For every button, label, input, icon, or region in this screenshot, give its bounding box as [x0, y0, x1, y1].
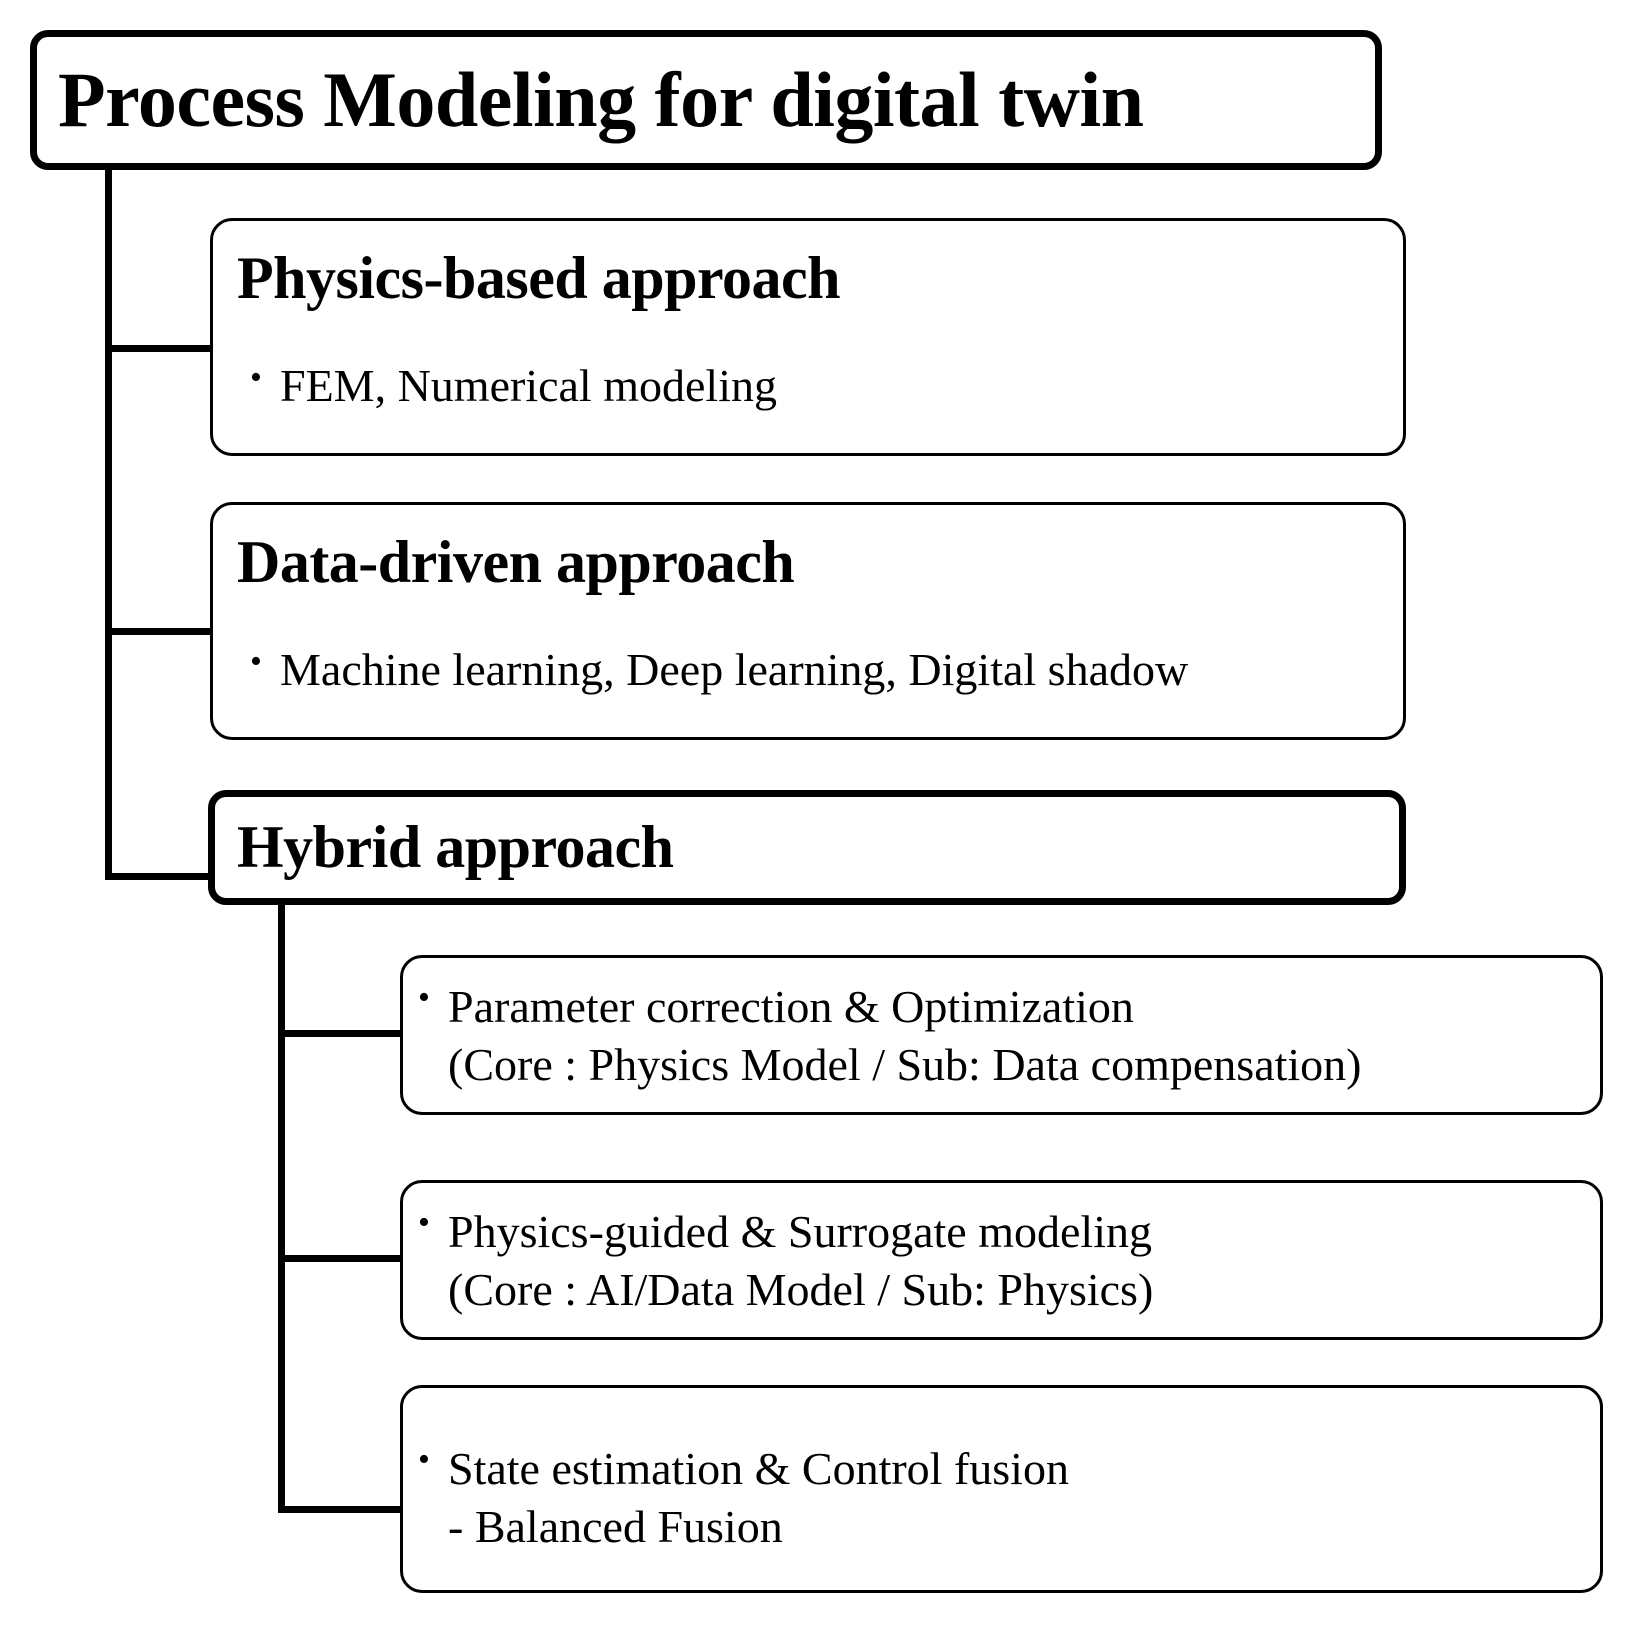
bullet-line: Physics-guided & Surrogate modeling — [448, 1206, 1152, 1257]
bullet-line: (Core : Physics Model / Sub: Data compen… — [448, 1039, 1362, 1090]
bullet-text-group: Machine learning, Deep learning, Digital… — [280, 642, 1188, 698]
branch-heading-data-driven: Data-driven approach — [237, 529, 795, 595]
bullet-text-group: Parameter correction & Optimization (Cor… — [448, 978, 1362, 1094]
branch-box-data-driven — [210, 502, 1406, 740]
bullet-marker-icon: • — [418, 1441, 430, 1478]
bullet-marker-icon: • — [418, 979, 430, 1016]
bullet-text-group: Physics-guided & Surrogate modeling (Cor… — [448, 1203, 1153, 1319]
branch-heading-hybrid: Hybrid approach — [237, 814, 674, 880]
hybrid-child-bullet-2: • Physics-guided & Surrogate modeling (C… — [418, 1203, 1153, 1319]
hybrid-child-bullet-1: • Parameter correction & Optimization (C… — [418, 978, 1362, 1094]
hybrid-child-box-3 — [400, 1385, 1603, 1593]
trunk-hybrid-vertical — [278, 900, 285, 1513]
trunk-hybrid-branch-1 — [278, 1030, 406, 1037]
branch-heading-physics-based: Physics-based approach — [237, 245, 841, 311]
bullet-text-group: State estimation & Control fusion - Bala… — [448, 1440, 1069, 1556]
trunk-branch-data-driven — [105, 628, 217, 635]
bullet-marker-icon: • — [250, 643, 262, 680]
bullet-line: - Balanced Fusion — [448, 1501, 783, 1552]
trunk-branch-hybrid — [105, 873, 217, 880]
root-node-box — [30, 30, 1382, 170]
bullet-line: (Core : AI/Data Model / Sub: Physics) — [448, 1264, 1154, 1315]
bullet-line: Parameter correction & Optimization — [448, 981, 1134, 1032]
trunk-hybrid-branch-2 — [278, 1255, 406, 1262]
bullet-text-group: FEM, Numerical modeling — [280, 358, 777, 414]
root-node-title: Process Modeling for digital twin — [58, 56, 1144, 143]
trunk-branch-physics — [105, 345, 217, 352]
branch-box-physics-based — [210, 218, 1406, 456]
trunk-hybrid-branch-3 — [278, 1506, 406, 1513]
bullet-line: Machine learning, Deep learning, Digital… — [280, 644, 1189, 695]
hybrid-child-bullet-3: • State estimation & Control fusion - Ba… — [418, 1440, 1069, 1556]
bullet-marker-icon: • — [418, 1204, 430, 1241]
bullet-line: FEM, Numerical modeling — [280, 360, 777, 411]
branch-bullet-data-driven: • Machine learning, Deep learning, Digit… — [250, 642, 1188, 698]
hybrid-child-box-2 — [400, 1180, 1603, 1340]
bullet-marker-icon: • — [250, 359, 262, 396]
branch-bullet-physics-based: • FEM, Numerical modeling — [250, 358, 777, 414]
trunk-main-vertical — [105, 168, 112, 880]
bullet-line: State estimation & Control fusion — [448, 1443, 1069, 1494]
branch-box-hybrid — [208, 790, 1406, 905]
hybrid-child-box-1 — [400, 955, 1603, 1115]
